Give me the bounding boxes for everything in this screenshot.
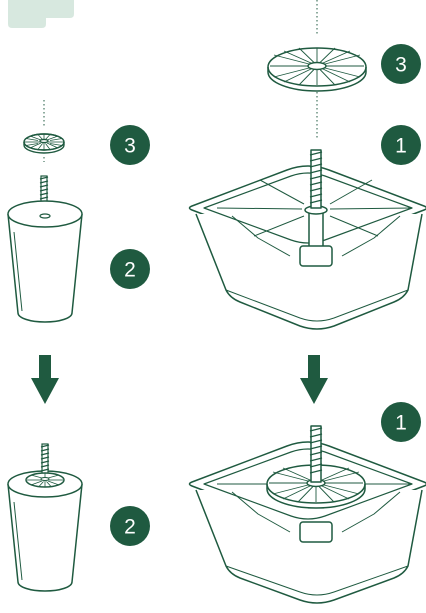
badge-right-result: 1 bbox=[381, 402, 421, 442]
badge-right-top-washer: 3 bbox=[381, 44, 421, 84]
right-washer-exploded bbox=[268, 0, 366, 140]
arrow-down-icon bbox=[31, 355, 59, 404]
badge-left-cylinder: 2 bbox=[110, 249, 150, 289]
left-assembled-cylinder bbox=[8, 444, 82, 591]
svg-text:2: 2 bbox=[124, 259, 136, 282]
badge-left-top-washer: 3 bbox=[110, 125, 150, 165]
badge-right-square-foot: 1 bbox=[381, 125, 421, 165]
svg-text:1: 1 bbox=[395, 135, 407, 158]
svg-text:3: 3 bbox=[395, 54, 407, 77]
right-square-foot bbox=[190, 150, 426, 329]
svg-text:3: 3 bbox=[124, 135, 136, 158]
right-assembled-foot bbox=[190, 426, 426, 603]
partial-tool-shape bbox=[8, 0, 74, 28]
left-cylinder-leg bbox=[8, 201, 82, 322]
badge-left-result: 2 bbox=[110, 506, 150, 546]
arrow-down-icon bbox=[300, 355, 328, 404]
left-washer-exploded bbox=[24, 100, 64, 153]
svg-text:2: 2 bbox=[124, 516, 136, 539]
svg-text:1: 1 bbox=[395, 412, 407, 435]
